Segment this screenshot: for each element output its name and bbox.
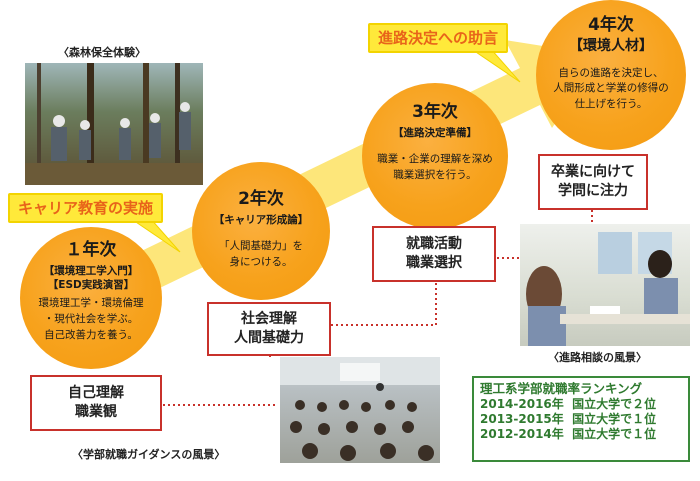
stage-year3-desc-2: 職業選択を行う。 xyxy=(393,168,477,181)
stage-year3-desc-1: 職業・企業の理解を深め xyxy=(377,152,493,165)
stage-year1-desc-2: ・現代社会を学ぶ。 xyxy=(43,312,139,325)
guidance-photo xyxy=(280,357,440,463)
stage-year1-course-2: 【ESD実践演習】 xyxy=(47,278,135,291)
box-self-line-2: 職業観 xyxy=(75,404,117,420)
stage-year2: 2年次 【キャリア形成論】 「人間基礎力」を 身につける。 xyxy=(192,162,330,300)
box-social-line-2: 人間基礎力 xyxy=(234,330,304,346)
box-social-understanding: 社会理解 人間基礎力 xyxy=(207,302,331,356)
stage-year2-desc-1: 「人間基礎力」を xyxy=(219,239,303,252)
box-graduation-line-1: 卒業に向けて xyxy=(551,164,635,181)
ranking-row: 2014-2016年 国立大学で２位 xyxy=(480,396,657,411)
forest-caption: 〈森林保全体験〉 xyxy=(58,46,146,59)
box-self-line-1: 自己理解 xyxy=(68,385,124,402)
stage-year4-course-1: 【環境人材】 xyxy=(569,37,653,54)
stage-year4-desc-2: 人間形成と学業の修得の xyxy=(553,82,669,95)
stage-year3-title: 3年次 xyxy=(412,102,458,122)
box-graduation-line-2: 学問に注力 xyxy=(558,183,628,199)
stage-year4-desc-1: 自らの進路を決定し、 xyxy=(558,66,664,79)
callout-career-advice: 進路決定への助言 xyxy=(368,23,509,53)
stage-year1-course-1: 【環境理工学入門】 xyxy=(43,264,139,277)
consultation-caption: 〈進路相談の風景〉 xyxy=(548,351,647,364)
stage-year2-title: 2年次 xyxy=(238,189,284,209)
consultation-photo xyxy=(520,224,690,346)
stage-year3-course-1: 【進路決定準備】 xyxy=(393,126,477,139)
box-job-hunting: 就職活動 職業選択 xyxy=(372,226,496,282)
guidance-illustration xyxy=(280,357,440,461)
connector-job xyxy=(327,283,437,326)
callout-career-education: キャリア教育の実施 xyxy=(8,193,164,223)
stage-year1-desc-3: 自己改善力を養う。 xyxy=(44,328,138,341)
forest-illustration xyxy=(25,63,203,185)
box-job-hunting-line-1: 就職活動 xyxy=(406,236,462,253)
box-job-hunting-line-2: 職業選択 xyxy=(406,255,462,271)
consultation-illustration xyxy=(526,232,690,346)
stage-year4-desc-3: 仕上げを行う。 xyxy=(574,98,648,111)
stage-year2-desc-2: 身につける。 xyxy=(229,255,293,268)
ranking-row: 2013-2015年 国立大学で１位 xyxy=(480,411,657,426)
forest-photo xyxy=(25,63,203,185)
stage-year2-course-1: 【キャリア形成論】 xyxy=(213,213,309,226)
ranking-row: 2012-2014年 国立大学で１位 xyxy=(480,426,657,441)
guidance-caption: 〈学部就職ガイダンスの風景〉 xyxy=(72,448,226,461)
stage-year1: １年次 【環境理工学入門】 【ESD実践演習】 環境理工学・環境倫理 ・現代社会… xyxy=(20,227,162,369)
stage-year4: 4年次 【環境人材】 自らの進路を決定し、 人間形成と学業の修得の 仕上げを行う… xyxy=(536,0,686,150)
stage-year3: 3年次 【進路決定準備】 職業・企業の理解を深め 職業選択を行う。 xyxy=(362,83,508,229)
ranking-box: 理工系学部就職率ランキング 2014-2016年 国立大学で２位 2013-20… xyxy=(472,376,690,462)
box-self-understanding: 自己理解 職業観 xyxy=(30,375,162,431)
box-graduation: 卒業に向けて 学問に注力 xyxy=(538,154,648,210)
stage-year1-desc-1: 環境理工学・環境倫理 xyxy=(38,297,144,310)
box-social-line-1: 社会理解 xyxy=(241,311,297,328)
stage-year4-title: 4年次 xyxy=(588,15,634,35)
ranking-title: 理工系学部就職率ランキング xyxy=(480,381,643,396)
stage-year1-title: １年次 xyxy=(65,240,117,260)
